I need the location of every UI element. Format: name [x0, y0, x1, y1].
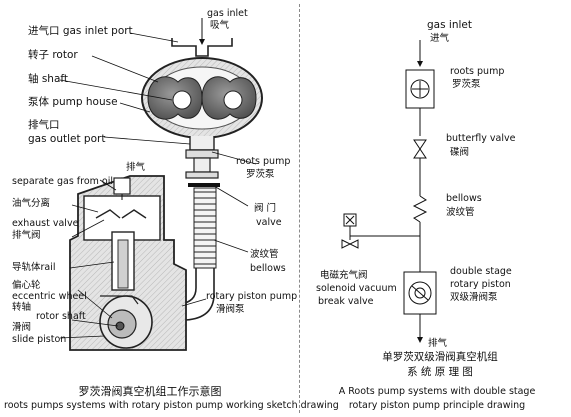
label-bellows-cn: 波纹管 — [250, 249, 279, 260]
system-schematic — [341, 40, 437, 343]
label-rotary-piston-en: rotary piston pump — [206, 291, 298, 302]
r-gas-inlet-en: gas inlet — [427, 19, 472, 31]
r-butterfly-en: butterfly valve — [446, 133, 516, 144]
left-caption-en: roots pumps systems with rotary piston p… — [4, 400, 339, 411]
inlet-flange — [171, 38, 233, 57]
r-bellows-en: bellows — [446, 193, 482, 204]
label-oil-separation: 油气分离 — [12, 198, 51, 209]
bellows — [193, 187, 217, 269]
label-slide-piston-en: slide piston — [12, 334, 67, 345]
label-roots-pump-en: roots pump — [236, 156, 291, 167]
label-gas-inlet-port: 进气口 gas inlet port — [28, 25, 133, 37]
schematic-butterfly-valve — [413, 139, 427, 159]
valve-plate — [188, 183, 220, 187]
label-pump-house: 泵体 pump house — [28, 96, 118, 108]
schematic-solenoid-valve — [341, 239, 359, 249]
label-gas-outlet-en: gas outlet port — [28, 133, 106, 145]
left-caption-cn: 罗茨滑阀真空机组工作示意图 — [78, 385, 222, 398]
r-double-stage-en2: rotary piston — [450, 279, 511, 290]
label-rotor: 转子 rotor — [28, 49, 78, 61]
right-caption-en2: rotary piston pump principle drawing — [348, 400, 526, 411]
panel-divider — [299, 4, 300, 413]
r-bellows-cn: 波纹管 — [446, 207, 475, 218]
label-rotor-shaft-cn: 转轴 — [12, 302, 32, 313]
label-slide-piston-cn: 滑阀 — [12, 322, 32, 333]
r-gas-inlet-cn: 进气 — [430, 33, 450, 44]
label-rail: 导轨体rail — [12, 262, 56, 273]
label-valve-cn: 阀 门 — [254, 203, 277, 214]
roots-rotary-sketch — [59, 18, 263, 351]
right-caption-en1: A Roots pump systems with double stage — [338, 386, 536, 397]
r-roots-pump-cn: 罗茨泵 — [452, 79, 481, 90]
leader-lines-left — [59, 32, 257, 339]
r-solenoid-en1: solenoid vacuum — [316, 283, 397, 294]
right-caption-cn1: 单罗茨双级滑阀真空机组 — [382, 351, 498, 363]
label-roots-pump-cn: 罗茨泵 — [246, 169, 275, 180]
r-exhaust-cn: 排气 — [428, 338, 448, 349]
r-double-stage-cn: 双级滑阀泵 — [450, 292, 498, 303]
label-gas-outlet-cn: 排气口 — [28, 119, 60, 131]
label-separate-gas: separate gas from oil — [12, 176, 114, 187]
shaft-right — [223, 90, 243, 110]
r-solenoid-en2: break valve — [318, 296, 374, 307]
label-valve-en: valve — [256, 217, 282, 228]
label-bellows-en: bellows — [250, 263, 286, 274]
r-double-stage-en1: double stage — [450, 266, 512, 277]
top-inlet-cn: 吸气 — [210, 20, 230, 31]
right-caption-cn2: 系 统 原 理 图 — [407, 366, 473, 378]
label-exhaust-valve-en: exhaust valve — [12, 218, 79, 229]
r-roots-pump-en: roots pump — [450, 66, 505, 77]
label-rotor-shaft-en: rotor shaft — [36, 311, 86, 322]
label-rotary-piston-cn: 滑阀泵 — [216, 304, 245, 315]
label-exhaust-valve-cn: 排气阀 — [12, 230, 41, 241]
top-inlet-en: gas inlet — [207, 8, 248, 19]
r-butterfly-cn: 碟阀 — [450, 147, 470, 158]
schematic-bellows — [412, 195, 428, 223]
label-eccentric-cn: 偏心轮 — [12, 280, 41, 291]
shaft-left — [172, 90, 192, 110]
r-solenoid-cn: 电磁充气阀 — [320, 270, 368, 281]
label-eccentric-en: eccentric wheel — [12, 291, 87, 302]
label-shaft: 轴 shaft — [28, 73, 69, 85]
label-exhaust-top: 排气 — [126, 162, 146, 173]
